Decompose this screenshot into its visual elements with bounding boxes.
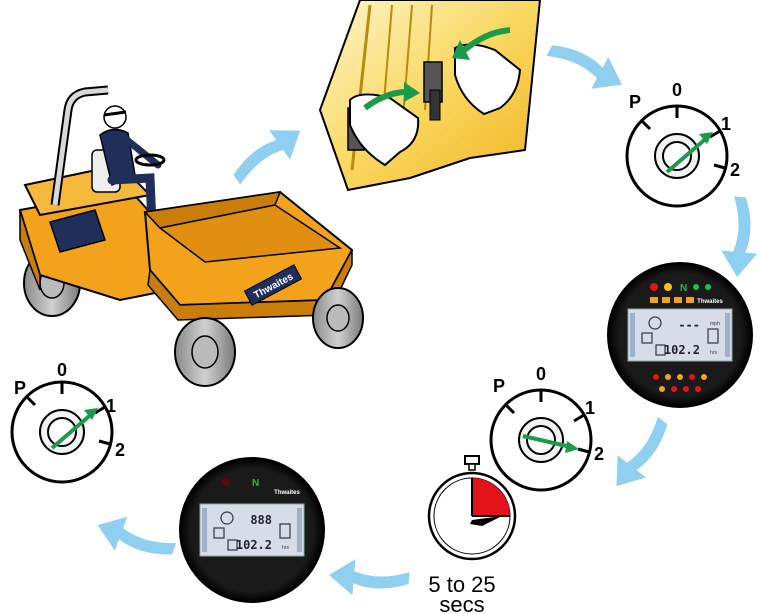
neutral-indicator: N [252, 478, 259, 489]
lcd-lower-value: 102.2 [664, 343, 700, 357]
display-2: N Thwaites 888 102.2 hrs [180, 458, 324, 602]
key-pos-0-label: 0 [57, 360, 67, 380]
timer-label-line2: secs [439, 592, 484, 614]
key-switch-3: P 0 1 2 [12, 360, 125, 482]
lcd-upper-value: --- [678, 318, 700, 332]
flow-arrow-icon [719, 196, 760, 279]
neutral-indicator: N [680, 283, 687, 294]
key-pos-p-label: P [493, 376, 505, 396]
pedals-icon [320, 0, 540, 190]
key-pos-0-label: 0 [536, 364, 546, 384]
key-pos-1-label: 1 [106, 396, 116, 416]
key-pos-2-label: 2 [730, 160, 740, 180]
lcd-upper-value: 888 [250, 513, 272, 527]
key-switch-2: P 0 1 2 [491, 364, 604, 490]
key-pos-p-label: P [14, 378, 26, 398]
flow-arrow-icon [602, 412, 680, 497]
lcd-lower-unit: hrs [710, 350, 717, 356]
timer-elapsed-sector [472, 478, 510, 516]
display-brand-label: Thwaites [697, 299, 723, 305]
flow-arrow-icon [224, 116, 310, 191]
lcd-upper-unit: mph [710, 321, 720, 327]
display-brand-label: Thwaites [274, 490, 300, 496]
display-1: N Thwaites --- mph 102.2 hrs [608, 263, 752, 407]
dumper-icon: Thwaites [20, 90, 363, 386]
flow-arrow-icon [91, 508, 178, 569]
key-pos-2-label: 2 [594, 444, 604, 464]
key-pos-0-label: 0 [672, 80, 682, 100]
key-pos-p-label: P [629, 92, 641, 112]
key-pos-1-label: 1 [721, 114, 731, 134]
lcd-lower-value: 102.2 [236, 538, 272, 552]
flow-arrow-icon [327, 557, 410, 600]
flow-arrow-icon [543, 31, 631, 100]
key-pos-2-label: 2 [115, 440, 125, 460]
lcd-lower-unit: hrs [282, 545, 289, 551]
key-switch-1: P 0 1 2 [627, 80, 740, 206]
key-pos-1-label: 1 [585, 398, 595, 418]
